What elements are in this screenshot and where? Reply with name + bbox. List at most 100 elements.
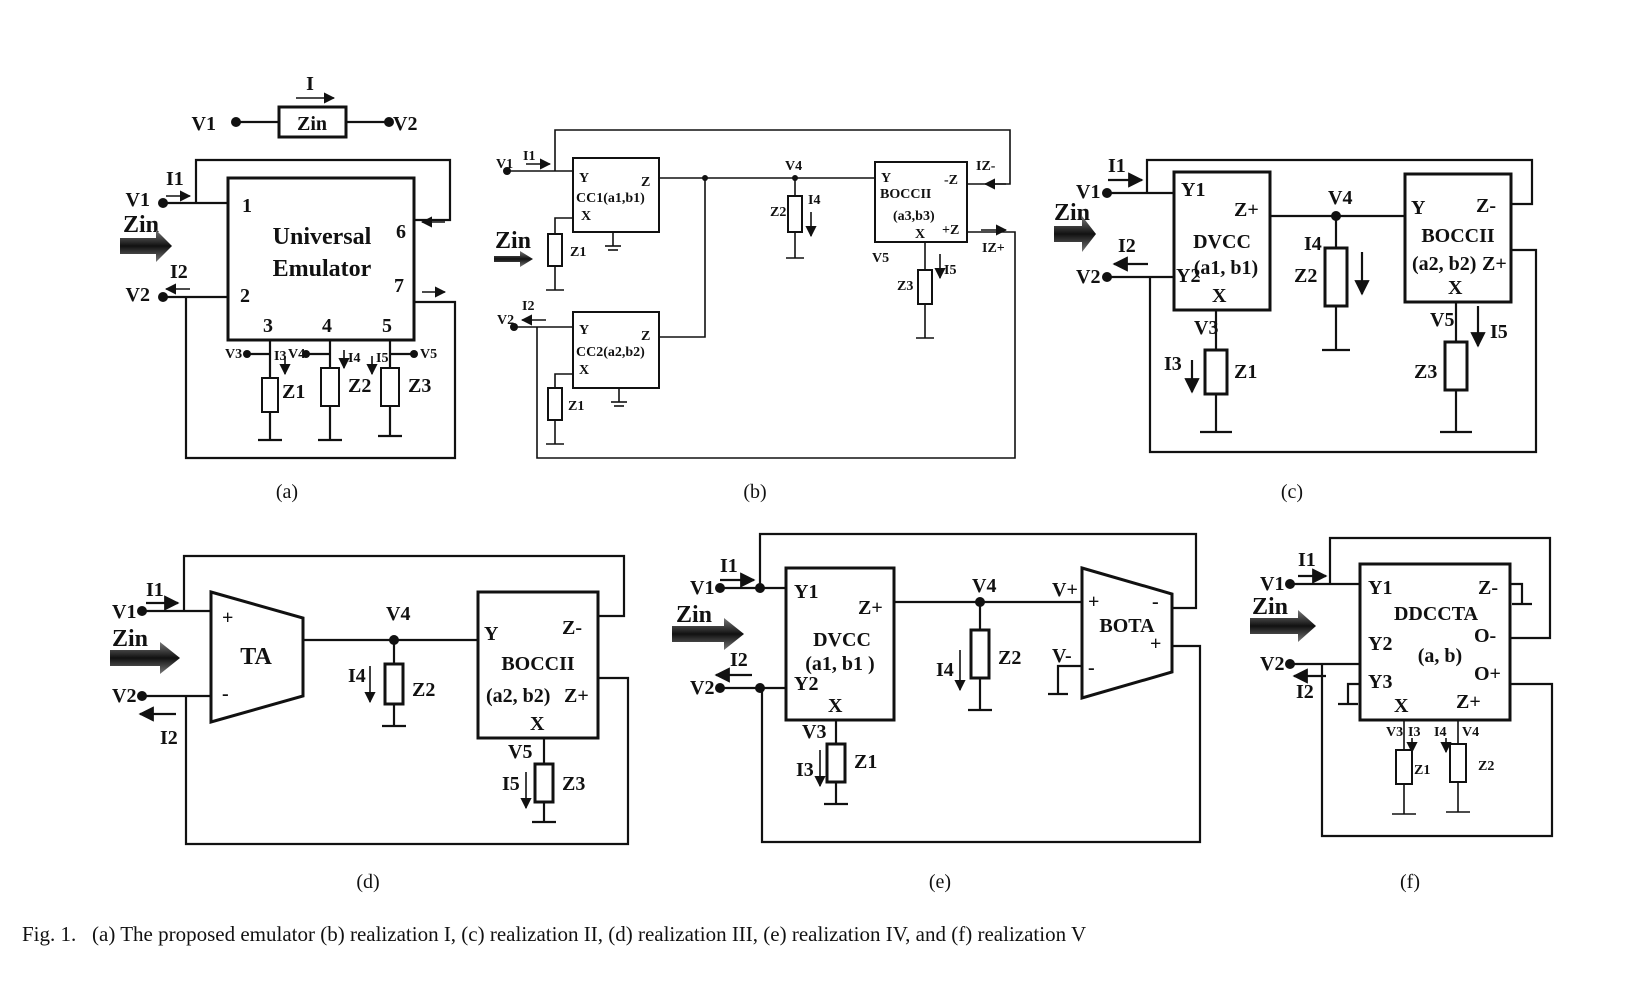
cc1-block [572,157,660,233]
i2-f-label: I2 [1296,681,1314,703]
z2-d-resistor [383,662,405,706]
emulator-label-2: Emulator [273,256,372,282]
v1-d-label: V1 [112,601,136,623]
dvcc-e-zp: Z+ [858,597,883,619]
i5-label: I5 [376,351,388,366]
boccii-b-label-1: BOCCII [880,187,931,202]
panel-b: Y Z CC1(a1,b1) X Y Z CC2(a2,b2) X Y -Z B… [494,129,1016,503]
z2-e-label: Z2 [998,647,1021,669]
v2-d-label: V2 [112,685,136,707]
v5-c-label: V5 [1430,309,1454,331]
panel-e-caption: (e) [929,871,951,893]
cc1-label: CC1(a1,b1) [576,191,645,206]
z2-resistor [320,367,340,407]
boccii-c-y: Y [1411,197,1426,219]
z3-label: Z3 [408,375,431,397]
z3-b-label: Z3 [897,279,913,294]
bota-minus-out: - [1152,591,1159,613]
i5-b-label: I5 [944,263,956,278]
z1-label: Z1 [282,381,305,403]
v4-label: V4 [288,347,305,362]
panel-c: Y1 Z+ DVCC (a1, b1) Y2 X Y Z- BOCCII (a2… [1054,155,1538,503]
z1-e-label: Z1 [854,751,877,773]
zin-c-arrow-icon [1054,216,1096,252]
current-i-label: I [306,73,314,95]
i4-c-label: I4 [1304,233,1322,255]
cc2-block [572,311,660,389]
boccii-b-zplus: +Z [942,223,959,238]
boccii-c-label-1: BOCCII [1421,225,1495,247]
pin-3-label: 3 [263,315,273,337]
ddccta-label-2: (a, b) [1418,645,1462,667]
boccii-d-zp: Z+ [564,685,589,707]
dvcc-e-label-1: DVCC [813,629,871,651]
v3-f-label: V3 [1386,725,1403,740]
v5-d-label: V5 [508,741,532,763]
bota-amplifier [1080,566,1174,700]
v3-c-label: V3 [1194,317,1218,339]
v2-top-label: V2 [393,113,417,135]
v4-d-label: V4 [386,603,410,625]
z2-f-resistor [1449,743,1467,783]
cc1-z: Z [641,175,650,190]
izp-label: IZ+ [982,241,1005,256]
z2-b-resistor [787,195,803,233]
boccii-c-x: X [1448,277,1463,299]
z3-resistor [380,367,400,407]
i2-e-label: I2 [730,649,748,671]
ddccta-x: X [1394,695,1409,717]
pin-7-label: 7 [394,275,404,297]
v1-label: V1 [126,189,150,211]
zin-f-arrow-icon [1250,610,1316,642]
dvcc-e-y2: Y2 [794,673,818,695]
ddccta-om: O- [1474,625,1496,647]
ddccta-block [1358,562,1512,722]
z2-c-resistor [1323,246,1349,308]
v1-c-label: V1 [1076,181,1100,203]
z2-e-resistor [969,628,991,680]
z2-b-label: Z2 [770,205,786,220]
z1-resistor [261,377,279,413]
v1-e-label: V1 [690,577,714,599]
i5-d-label: I5 [502,773,520,795]
ddccta-zp: Z+ [1456,691,1481,713]
z2-label: Z2 [348,375,371,397]
v4-c-label: V4 [1328,187,1352,209]
bota-plus-out: + [1150,633,1161,655]
i3-f-label: I3 [1408,725,1420,740]
i3-label: I3 [274,349,286,364]
i2-d-label: I2 [160,727,178,749]
panel-d: TA + - Y Z- BOCCII (a2, b2) Z+ X V1 I1 V… [110,554,630,893]
panel-a-caption: (a) [276,481,298,503]
z1-b-top-resistor [547,233,563,267]
i4-label: I4 [348,351,360,366]
dvcc-c-y2: Y2 [1176,265,1200,287]
i1-d-label: I1 [146,579,164,601]
i1-label: I1 [166,168,184,190]
v4-e-label: V4 [972,575,996,597]
panel-e: Y1 Z+ DVCC (a1, b1 ) Y2 X BOTA + - - + V… [672,532,1202,893]
z1-f-label: Z1 [1414,763,1430,778]
boccii-d-label-2: (a2, b2) [486,685,550,707]
boccii-block-c [1403,172,1513,304]
figure-caption: Fig. 1. (a) The proposed emulator (b) re… [22,922,1087,946]
bota-minus-in: - [1088,657,1095,679]
panel-a: Zin V1 V2 I Universal Emulator 1 2 3 4 5… [120,73,457,503]
boccii-b-y: Y [881,171,891,186]
i3-e-label: I3 [796,759,814,781]
i1-f-label: I1 [1298,549,1316,571]
i5-c-label: I5 [1490,321,1508,343]
i1-c-label: I1 [1108,155,1126,177]
vm-e-label: V- [1052,645,1072,667]
i2-b-label: I2 [522,299,534,314]
i1-b-label: I1 [523,149,535,164]
pin-2-label: 2 [240,285,250,307]
dvcc-e-x: X [828,695,843,717]
z1-b-bottom-label: Z1 [568,399,584,414]
z1-c-label: Z1 [1234,361,1257,383]
i1-e-label: I1 [720,555,738,577]
zin-f-label: Zin [1252,594,1288,620]
i2-c-label: I2 [1118,235,1136,257]
panel-b-caption: (b) [743,481,766,503]
zin-arrow-icon [120,230,172,262]
